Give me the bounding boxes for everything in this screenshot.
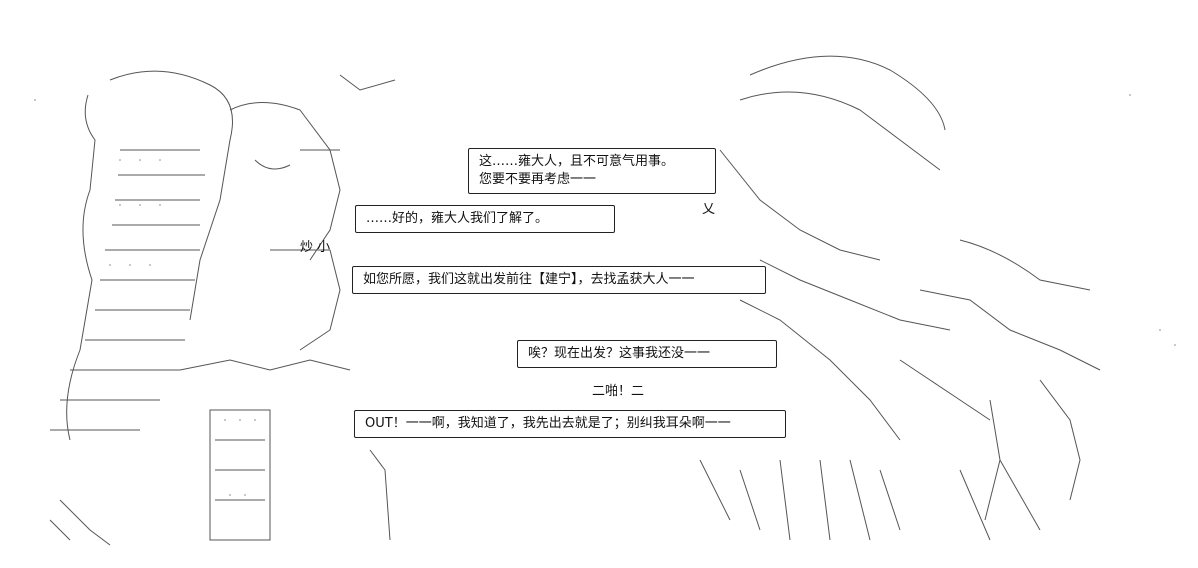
left-figures-art [49, 70, 396, 546]
dialogue-line-5: 唉？现在出发？这事我还没一一 [528, 346, 711, 361]
right-figure-art [699, 55, 1101, 541]
sound-effect: 二啪！二 [592, 384, 645, 399]
dialogue-line-4: 如您所愿，我们这就出发前往【建宁】，去找孟获大人一一 [363, 272, 695, 287]
name-tag: 炒 小 [300, 240, 331, 255]
speech-bubble-5: OUT！一一啊，我知道了，我先出去就是了；别纠我耳朵啊一一 [354, 410, 786, 438]
speech-bubble-3: 如您所愿，我们这就出发前往【建宁】，去找孟获大人一一 [352, 266, 766, 294]
dialogue-line-7: OUT！一一啊，我知道了，我先出去就是了；别纠我耳朵啊一一 [365, 416, 731, 431]
ascii-dots [34, 94, 1176, 496]
dialogue-line-2: 您要不要再考虑一一 [479, 172, 597, 187]
speech-bubble-1: 这……雍大人，且不可意气用事。 您要不要再考虑一一 [468, 148, 716, 194]
speaker-mark: 乂 [702, 202, 716, 217]
dialogue-line-3: ……好的，雍大人我们了解了。 [366, 211, 549, 226]
dialogue-line-1: 这……雍大人，且不可意气用事。 [479, 154, 675, 169]
speech-bubble-4: 唉？现在出发？这事我还没一一 [517, 340, 777, 368]
speech-bubble-2: ……好的，雍大人我们了解了。 [355, 205, 615, 233]
